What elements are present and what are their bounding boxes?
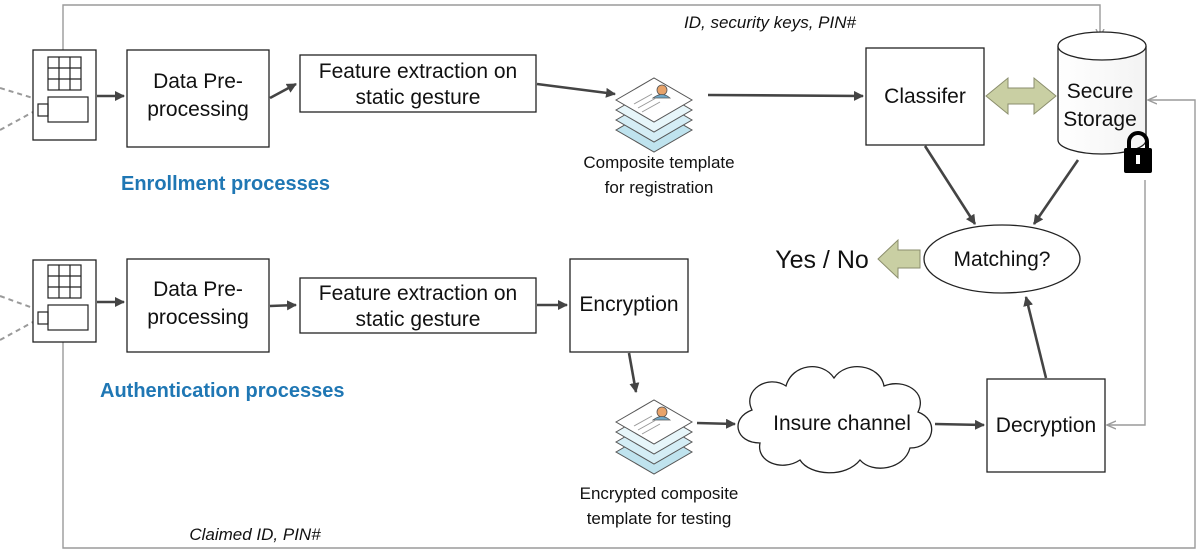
arrow-storage-to-matching: [1032, 159, 1080, 225]
auth-feature-line1: Feature extraction on: [319, 282, 517, 305]
classifier-box: [865, 47, 985, 146]
arrow-template-to-channel: [696, 418, 736, 429]
bottom-claimed-label: Claimed ID, PIN#: [189, 525, 321, 544]
decryption-box: [986, 378, 1106, 473]
auth-preprocess-line1: Data Pre-: [153, 278, 243, 301]
sensor-dash-bottom: [0, 295, 34, 341]
arrow-decryption-to-matching: [1023, 296, 1048, 379]
arrow-encryption-to-template: [627, 352, 640, 393]
top-keys-label: ID, security keys, PIN#: [684, 13, 856, 32]
arrow-channel-to-decryption: [934, 419, 985, 430]
auth-feature-line2: static gesture: [356, 308, 481, 331]
auth-template-caption-line2: template for testing: [587, 509, 732, 528]
arrow-auth-preprocess-to-feature: [269, 300, 297, 311]
bottom-id-line: [62, 100, 1196, 549]
enroll-template-icon: [615, 77, 693, 153]
yes-no-label: Yes / No: [775, 246, 869, 274]
auth-template-caption-line1: Encrypted composite: [580, 484, 739, 503]
channel-label: Insure channel: [773, 412, 911, 435]
secure-storage-cylinder: [1057, 31, 1147, 155]
auth-preprocess-line2: processing: [147, 306, 249, 329]
enrollment-title: Enrollment processes: [121, 173, 330, 195]
classifier-storage-double-arrow: [985, 76, 1057, 116]
auth-template-icon: [615, 399, 693, 475]
insure-channel-cloud: [737, 366, 933, 474]
authentication-title: Authentication processes: [100, 380, 345, 402]
auth-preprocess-box: [126, 258, 270, 353]
enroll-preprocess-line1: Data Pre-: [153, 70, 243, 93]
encryption-label: Encryption: [579, 293, 678, 316]
auth-sensor-icon: [32, 259, 97, 343]
enroll-feature-line1: Feature extraction on: [319, 60, 517, 83]
storage-line1: Secure: [1067, 80, 1134, 103]
arrow-classifier-to-matching: [923, 145, 977, 225]
matching-ellipse: [923, 224, 1081, 294]
matching-label: Matching?: [954, 248, 1051, 271]
decryption-label: Decryption: [996, 414, 1096, 437]
enroll-feature-line2: static gesture: [356, 86, 481, 109]
sensor-dash-top: [0, 87, 34, 131]
arrow-enroll-template-to-classifier: [707, 90, 864, 101]
arrow-enroll-feature-to-template: [536, 82, 616, 98]
auth-feature-box: [299, 277, 537, 334]
arrow-enroll-preprocess-to-feature: [269, 82, 297, 100]
key-to-decryption-line: [1107, 180, 1146, 425]
result-arrow: [877, 238, 921, 280]
top-id-line: [62, 4, 1100, 50]
storage-line2: Storage: [1063, 108, 1137, 131]
classifier-label: Classifer: [884, 85, 966, 108]
padlock-icon: [1124, 131, 1152, 173]
enroll-template-caption-line1: Composite template: [583, 153, 734, 172]
enroll-feature-box: [299, 54, 537, 113]
enroll-template-caption-line2: for registration: [605, 178, 714, 197]
encryption-box: [569, 258, 689, 353]
enroll-preprocess-box: [126, 49, 270, 148]
enroll-preprocess-line2: processing: [147, 98, 249, 121]
enrollment-sensor-icon: [32, 49, 97, 141]
